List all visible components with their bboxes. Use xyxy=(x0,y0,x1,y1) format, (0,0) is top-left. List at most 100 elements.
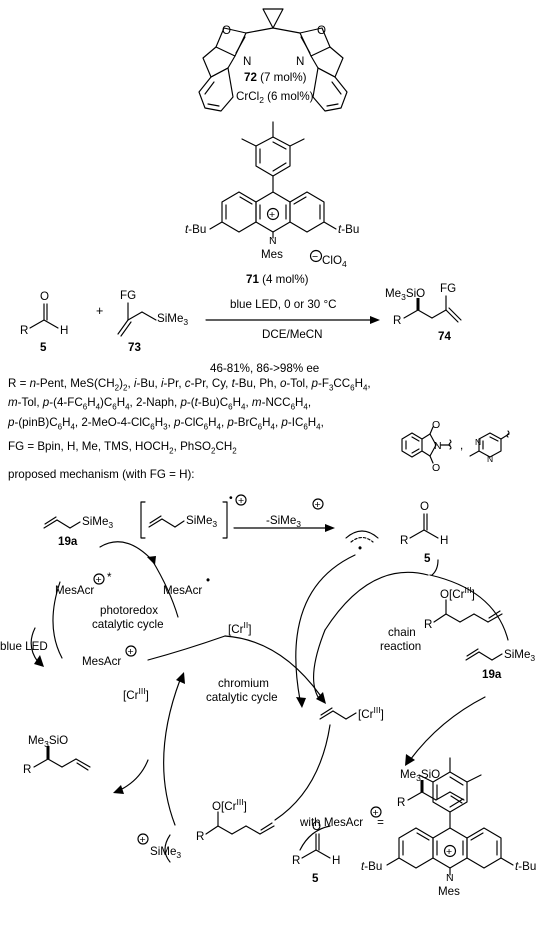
substituent-separator: , xyxy=(460,439,463,452)
allylsilane-number: 19a xyxy=(58,535,78,548)
product-silyloxy: Me3SiO xyxy=(385,287,425,302)
mesacr-radical-dot: • xyxy=(206,574,210,587)
allylsilane-radical-cation xyxy=(140,494,247,539)
mech-aldehyde-o: O xyxy=(420,500,429,513)
silyl-ether-left-label: Me3SiO xyxy=(28,734,68,749)
blue-led-arc xyxy=(30,627,39,663)
mech-aldehyde-bottom-h: H xyxy=(332,854,340,867)
aldehyde-h: H xyxy=(60,324,68,337)
chromium-arc-right xyxy=(274,724,331,821)
silyl-ether-right xyxy=(407,780,465,804)
photoredox-label-1: photoredox xyxy=(100,604,158,617)
photoredox-label-2: catalytic cycle xyxy=(92,618,164,631)
mech-aldehyde-number: 5 xyxy=(424,552,431,565)
chromium-arc-top xyxy=(224,635,321,696)
phthalimide-o-bottom: O xyxy=(432,462,440,474)
perchlorate-charge: − xyxy=(312,251,318,263)
pyrimidine-n1: N xyxy=(475,437,481,447)
photoredox-arc-bottom xyxy=(147,635,226,661)
aldehyde-addition-arrow xyxy=(299,825,331,851)
allyl-sime3: SiMe3 xyxy=(157,312,188,327)
product-fg: FG xyxy=(440,282,456,295)
alkoxide-top-r: R xyxy=(424,618,432,631)
cr2-label: [CrII] xyxy=(228,620,251,636)
ligand-oxygen-right: O xyxy=(317,24,326,37)
def-nitrogen: N xyxy=(446,872,454,884)
chain-label-1: chain xyxy=(388,626,416,639)
allylsilane-19a-right xyxy=(465,648,503,661)
scope-r-line-1: R = n-Pent, MeS(CH2)2, i-Bu, i-Pr, c-Pr,… xyxy=(8,377,371,393)
mesacr-definition-structure xyxy=(386,757,514,876)
mech-aldehyde-bottom-r: R xyxy=(292,854,300,867)
ligand-label: 72 (7 mol%) xyxy=(244,71,307,84)
with-mesacr-label: with MesAcr= xyxy=(299,816,384,829)
aldehyde-in-arrow xyxy=(431,559,439,576)
radical-dot: • xyxy=(229,492,233,504)
product-r: R xyxy=(393,314,401,327)
aldehyde-oxygen: O xyxy=(40,290,49,303)
allylsilane-73 xyxy=(117,302,157,337)
allylsilane-right-number: 19a xyxy=(482,668,502,681)
allylsilane-number: 73 xyxy=(128,341,141,354)
phthalimide-n: N xyxy=(434,440,442,452)
mesacr-radical: MesAcr xyxy=(163,584,202,597)
tms-loss: -SiMe3 xyxy=(266,514,301,529)
cr3-label-left: [CrIII] xyxy=(123,686,149,702)
alkoxide-top-label: O[CrIII] xyxy=(440,585,475,601)
mesityl-acridinium-71 xyxy=(209,121,337,239)
def-mes: Mes xyxy=(438,885,460,898)
allylsilane-right-sime3: SiMe3 xyxy=(504,648,535,663)
tms-loss-charge: + xyxy=(315,499,321,511)
allyl-radical-dot: • xyxy=(358,542,362,555)
allyl-chromium xyxy=(319,707,357,720)
alkoxide-bottom-r: R xyxy=(196,830,204,843)
tms-capture-arrow xyxy=(164,834,171,863)
silyl-ether-left xyxy=(33,746,91,771)
tms-cation-charge: + xyxy=(140,834,146,846)
chromium-alkoxide-top xyxy=(433,599,503,623)
blue-led-label: blue LED xyxy=(0,640,48,653)
product-number: 74 xyxy=(438,330,451,343)
plus-sign: + xyxy=(96,304,103,318)
radical-cation-sime3: SiMe3 xyxy=(186,514,217,529)
mechanism-title: proposed mechanism (with FG = H): xyxy=(8,468,195,481)
chromium-arc-left xyxy=(163,679,181,826)
product-74 xyxy=(403,295,462,323)
allyl-radical xyxy=(345,530,379,539)
ligand-nitrogen-right: N xyxy=(296,55,304,68)
tbu-right: t-Bu xyxy=(338,223,359,236)
photoredox-arc-left xyxy=(52,581,63,659)
pyrimidinyl-substituent xyxy=(469,430,510,458)
radical-cation-charge: + xyxy=(238,495,244,507)
silyl-ether-release-arrow xyxy=(119,759,149,791)
def-charge: + xyxy=(446,846,452,858)
def-tbu-left: t-Bu xyxy=(361,860,382,873)
mechanism-aldehyde-top xyxy=(409,513,439,539)
tms-cation: SiMe3 xyxy=(150,845,181,860)
tbu-left: t-Bu xyxy=(185,223,206,236)
chromium-salt-label: CrCl2 (6 mol%) xyxy=(236,90,314,105)
acridinium-nitrogen: N xyxy=(269,235,277,247)
mech-aldehyde-bottom-number: 5 xyxy=(312,872,319,885)
reaction-arrowhead xyxy=(370,316,380,324)
acridinium-charge: + xyxy=(269,209,275,221)
conditions-bottom: DCE/MeCN xyxy=(262,328,323,341)
phthalimide-substituent xyxy=(401,426,452,464)
mesacr-excited-charge: + xyxy=(96,574,102,586)
mechanism-aldehyde-bottom xyxy=(301,833,331,859)
chromium-alkoxide-bottom xyxy=(205,811,275,835)
chain-arc-right xyxy=(429,574,509,641)
phthalimide-o-top: O xyxy=(432,419,440,431)
mech-aldehyde-bottom-o: O xyxy=(312,820,321,833)
ligand-oxygen-left: O xyxy=(222,24,231,37)
aldehyde-number: 5 xyxy=(40,341,47,354)
photocatalyst-label: 71 (4 mol%) xyxy=(246,273,309,286)
alkoxide-bottom-label: O[CrIII] xyxy=(212,797,247,813)
scope-r-line-3: p-(pinB)C6H4, 2-MeO-4-ClC6H3, p-ClC6H4, … xyxy=(8,416,324,432)
chromium-label-1: chromium xyxy=(218,677,269,690)
scope-r-line-2: m-Tol, p-(4-FC6H4)C6H4, 2-Naph, p-(t-Bu)… xyxy=(8,396,312,412)
allylsilane-sime3: SiMe3 xyxy=(82,515,113,530)
mesacr-cation: MesAcr xyxy=(82,655,121,668)
bisoxazoline-ligand-72: O N O N xyxy=(198,8,348,112)
